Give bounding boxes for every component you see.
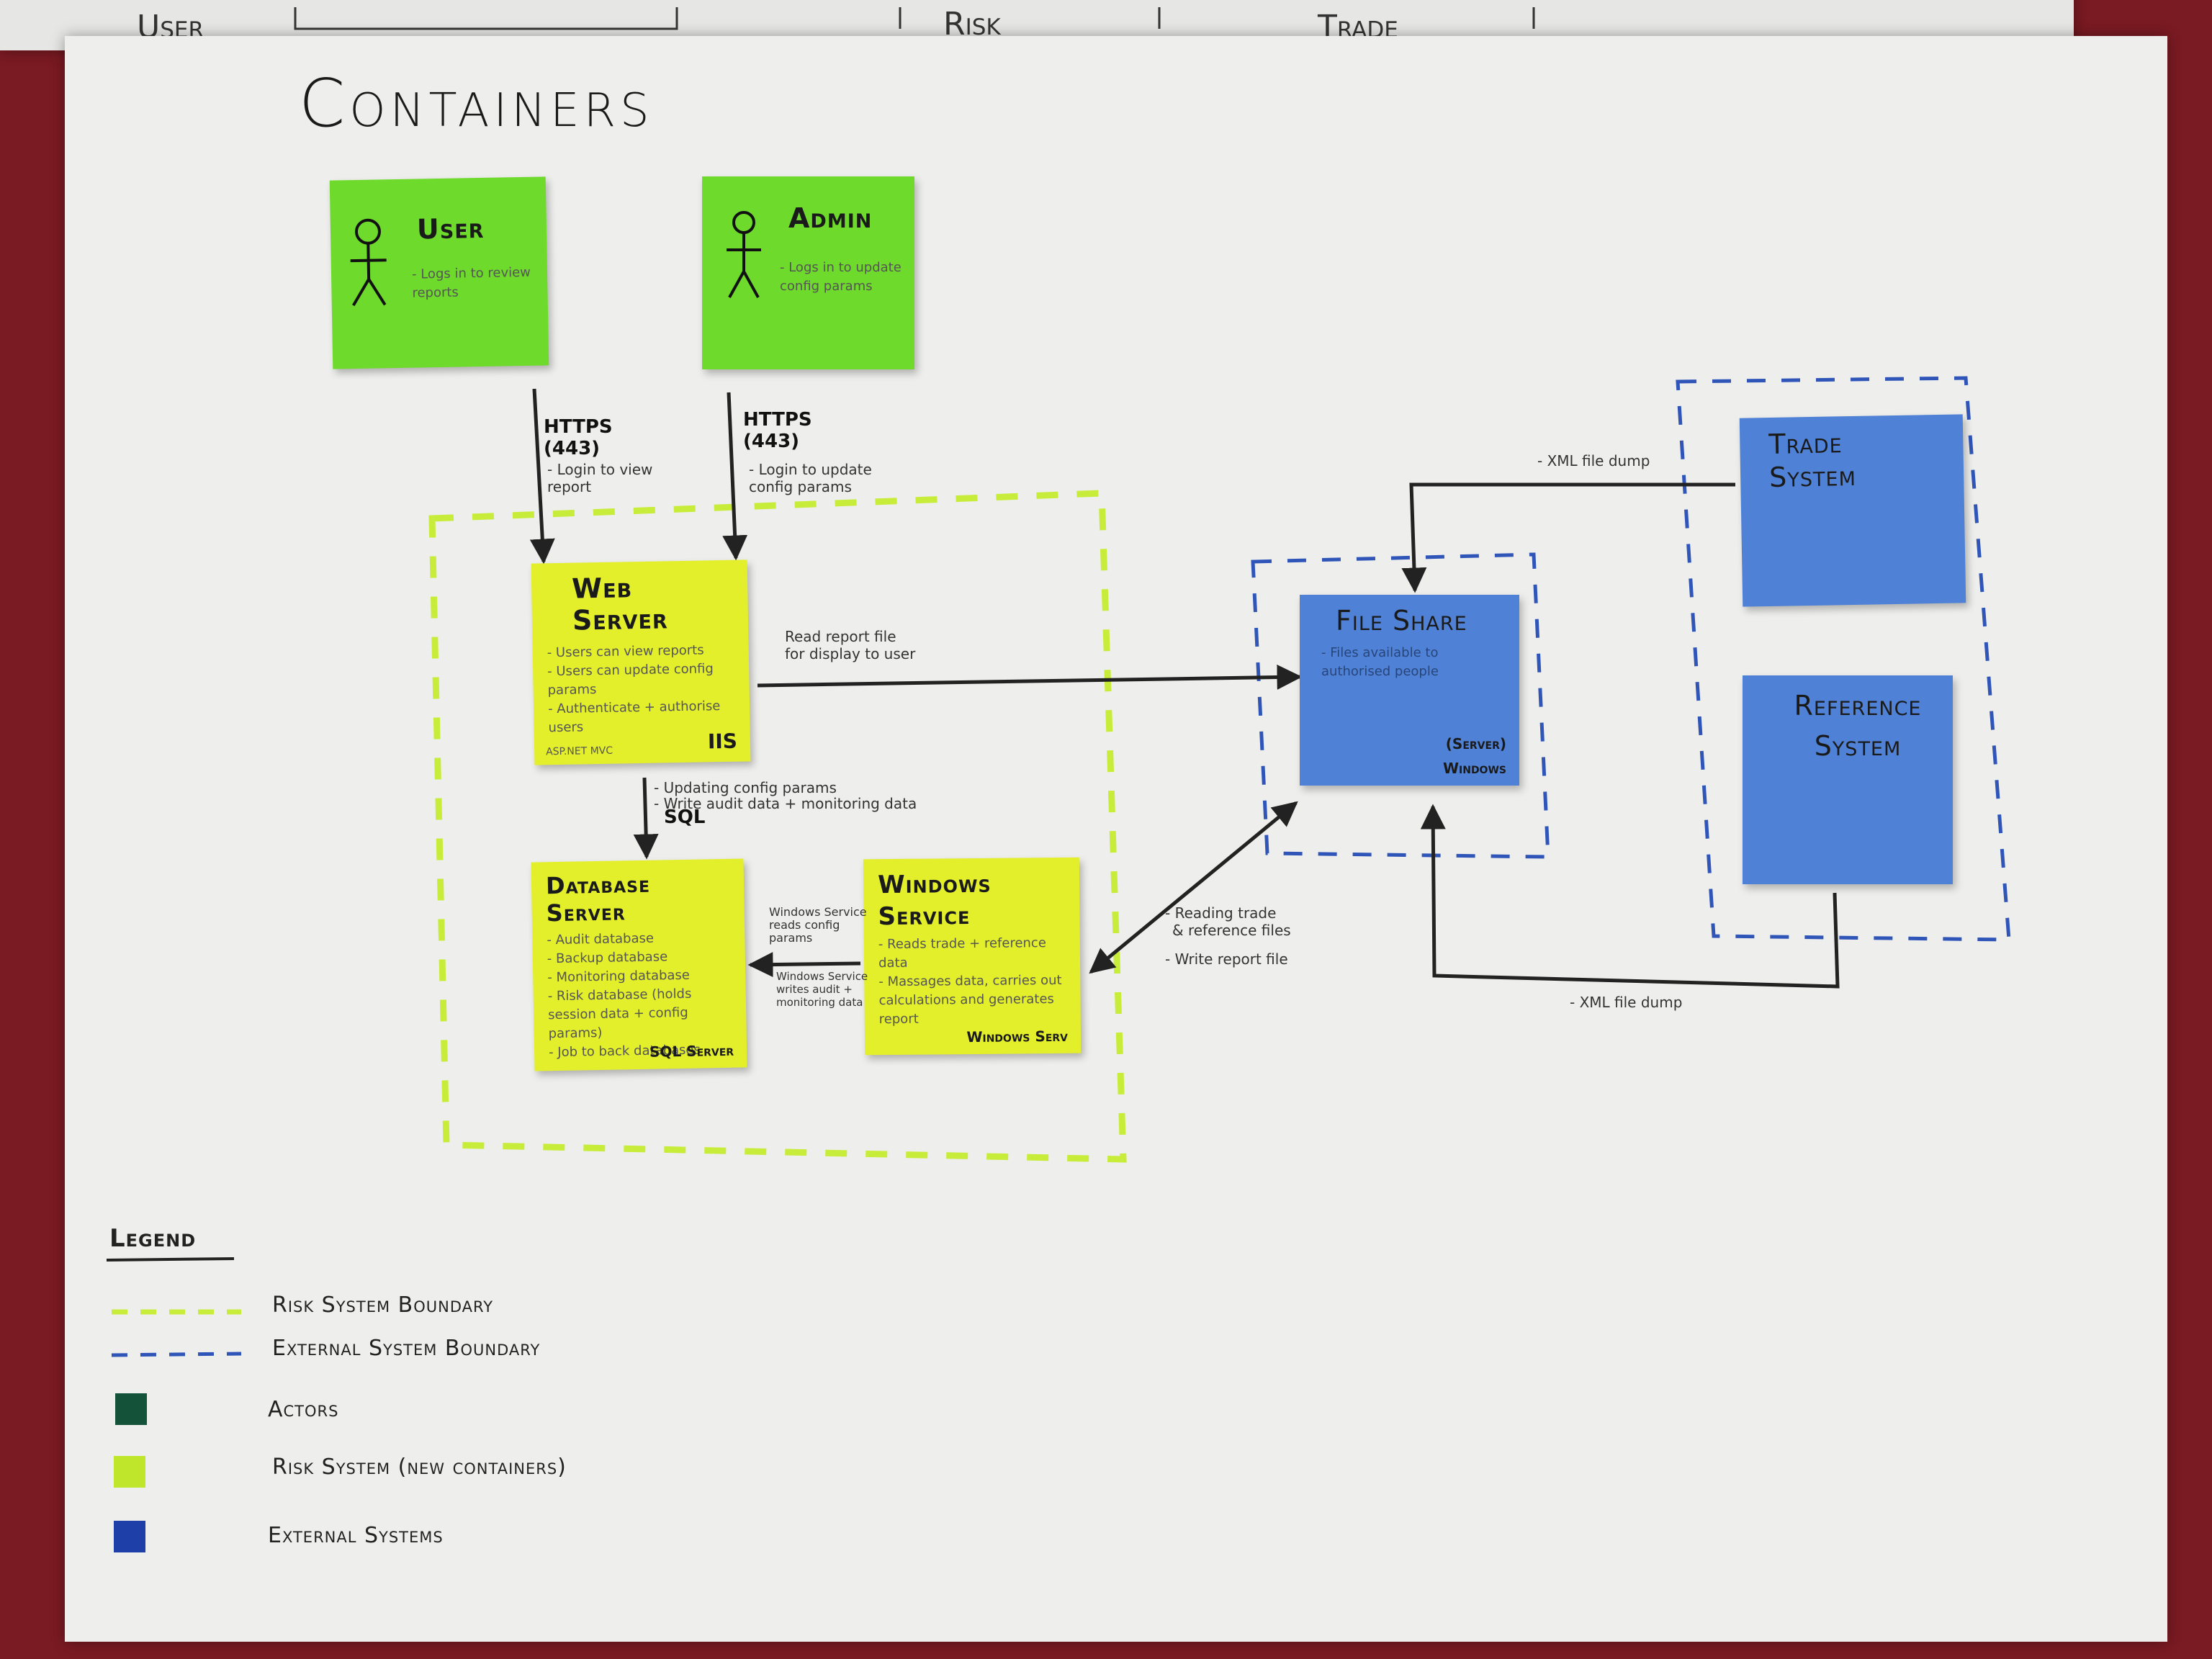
- windows-service-note: Windows Service - Reads trade + referenc…: [863, 857, 1082, 1056]
- diagram-title: Containers: [299, 65, 654, 142]
- winsvc-db-label-6: monitoring data: [776, 996, 863, 1009]
- trade-fileshare-label: - XML file dump: [1537, 452, 1650, 469]
- admin-title: Admin: [788, 202, 873, 234]
- risk-system-boundary: [428, 490, 1127, 1163]
- web-server-title: Web Server: [571, 572, 669, 637]
- winsvc-fileshare-label-3: - Write report file: [1165, 950, 1288, 968]
- web-db-label-2: - Write audit data + monitoring data: [654, 795, 917, 812]
- user-web-description: - Login to view report: [547, 461, 653, 495]
- web-server-footnote: ASP.NET MVC: [546, 745, 613, 758]
- database-server-tech: SQL Server: [649, 1041, 734, 1061]
- winsvc-db-label-1: Windows Service: [769, 905, 867, 919]
- legend-external-boundary-line: [111, 1352, 242, 1357]
- windows-service-item-1: - Reads trade + reference data: [878, 935, 1046, 971]
- web-server-note: Web Server - Users can view reports - Us…: [531, 559, 751, 765]
- admin-note: Admin - Logs in to update config params: [702, 176, 914, 369]
- admin-description: - Logs in to update config params: [780, 260, 902, 294]
- windows-service-item-2: - Massages data, carries out calculation…: [878, 972, 1062, 1028]
- database-server-title: Database Server: [545, 870, 651, 927]
- legend-actors-label: Actors: [268, 1397, 339, 1422]
- reference-system-title: Reference System: [1794, 690, 1922, 762]
- arrow-winsvc-db: [747, 952, 861, 978]
- admin-web-description: - Login to update config params: [749, 461, 872, 495]
- user-web-protocol: HTTPS (443): [544, 416, 613, 459]
- database-server-item-4: - Risk database (holds session data + co…: [547, 986, 692, 1042]
- arrow-web-db: [633, 777, 659, 860]
- web-fileshare-label-1: Read report file: [785, 628, 896, 645]
- admin-web-protocol: HTTPS (443): [743, 409, 812, 452]
- winsvc-fileshare-label-1: - Reading trade: [1165, 904, 1277, 922]
- external-systems-boundary: [1676, 376, 2011, 942]
- trade-system-title: Trade System: [1768, 427, 1857, 494]
- user-note: User - Logs in to review reports: [329, 176, 549, 369]
- winsvc-db-label-4: Windows Service: [776, 970, 868, 983]
- user-description: - Logs in to review reports: [411, 264, 531, 301]
- file-share-boundary: [1251, 552, 1550, 859]
- web-fileshare-label-2: for display to user: [785, 645, 916, 662]
- stick-figure-icon: [724, 208, 764, 302]
- legend-risk-boundary-label: Risk System Boundary: [272, 1292, 494, 1318]
- trade-system-note: Trade System: [1739, 414, 1966, 607]
- windows-service-tech: Windows Serv: [966, 1027, 1069, 1046]
- file-share-title: File Share: [1336, 605, 1467, 637]
- arrow-user-web: [529, 388, 555, 565]
- legend-risk-swatch: [114, 1456, 145, 1488]
- stick-figure-icon: [346, 215, 391, 310]
- file-share-note: File Share - Files available to authoris…: [1300, 595, 1519, 786]
- arrow-admin-web: [722, 392, 748, 561]
- reference-system-note: Reference System: [1743, 675, 1953, 884]
- database-server-note: Database Server - Audit database - Backu…: [531, 858, 747, 1071]
- file-share-description: - Files available to authorised people: [1321, 645, 1439, 679]
- user-title: User: [416, 212, 485, 246]
- file-share-tech-2: Windows: [1442, 760, 1506, 777]
- legend-title: Legend: [109, 1224, 197, 1253]
- legend-external-swatch: [114, 1521, 145, 1552]
- arrow-trade-fileshare: [1401, 482, 1735, 593]
- winsvc-db-label-5: writes audit +: [776, 983, 853, 996]
- winsvc-db-label-2: reads config: [769, 918, 840, 932]
- file-share-tech-1: (Server): [1445, 735, 1506, 752]
- legend-risk-label: Risk System (new containers): [272, 1455, 567, 1480]
- windows-service-title: Windows Service: [877, 869, 992, 932]
- winsvc-fileshare-label-2: & reference files: [1172, 922, 1291, 939]
- legend-external-label: External Systems: [268, 1523, 444, 1548]
- legend-actors-swatch: [115, 1393, 147, 1425]
- legend-title-underline: [106, 1257, 235, 1262]
- winsvc-db-label-3: params: [769, 931, 813, 945]
- arrow-reference-fileshare: [1420, 804, 1840, 989]
- web-db-tech: SQL: [664, 806, 706, 828]
- legend-external-boundary-label: External System Boundary: [272, 1336, 541, 1361]
- arrow-winsvc-fileshare: [1089, 801, 1298, 974]
- web-server-item-2: - Users can update config params: [547, 661, 714, 698]
- web-db-label-1: - Updating config params: [654, 779, 837, 796]
- reference-fileshare-label: - XML file dump: [1570, 994, 1683, 1011]
- web-server-tech: IIS: [707, 729, 738, 754]
- arrow-web-fileshare: [757, 665, 1303, 690]
